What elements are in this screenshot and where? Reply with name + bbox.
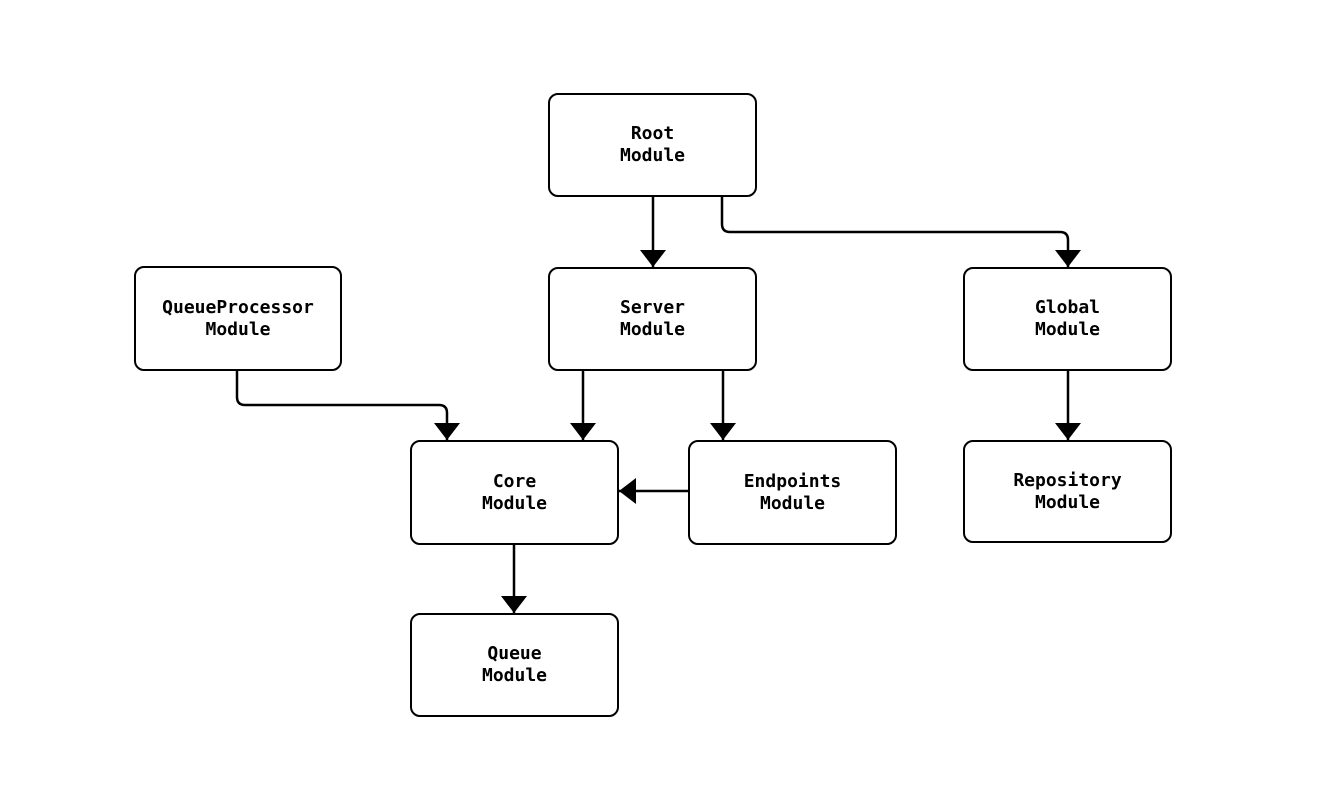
node-label-line: Module (759, 492, 826, 514)
node-label-line: Repository (1013, 469, 1122, 491)
node-label-line: Server (619, 297, 686, 318)
node-label-line: Queue (487, 643, 542, 664)
node-label-line: Endpoints (743, 470, 842, 492)
node-label-line: Module (481, 665, 548, 686)
node-label-line: QueueProcessor (162, 296, 314, 318)
node-label-line: Module (619, 319, 686, 340)
edge-root-to-global (720, 197, 1081, 267)
node-label-line: Module (481, 492, 548, 514)
node-label-line: Module (1034, 491, 1101, 513)
node-label-line: Module (619, 145, 686, 166)
node-label-line: Global (1034, 297, 1101, 318)
edge-queueprocessor-to-core (235, 371, 460, 440)
node-label-line: Module (205, 318, 271, 340)
edge-group (235, 197, 1081, 613)
node-label-line: Root (630, 123, 675, 144)
node-label-line: Module (1034, 319, 1101, 340)
node-label-line: Core (492, 470, 537, 492)
